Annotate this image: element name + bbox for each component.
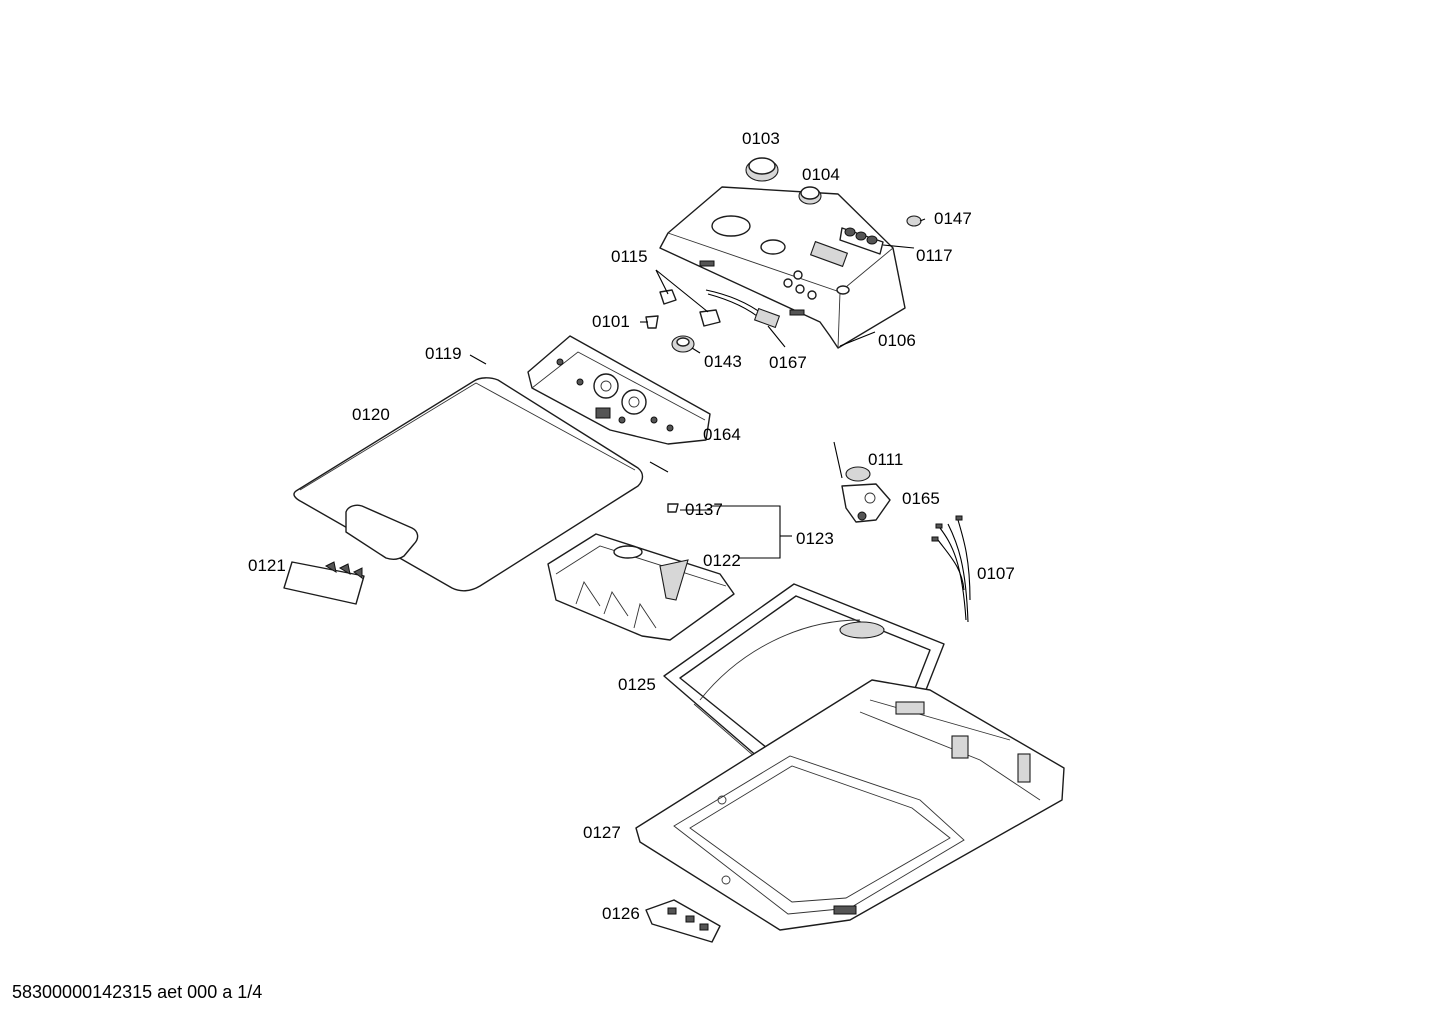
button-set-0117: [839, 227, 884, 255]
document-id: 58300000142315 aet 000 a 1/4: [12, 982, 262, 1002]
leader-lines: [640, 218, 926, 559]
label-0147: 0147: [934, 209, 972, 228]
label-0123: 0123: [796, 529, 834, 548]
label-0111: 0111: [868, 450, 903, 469]
knob-0103: [745, 157, 779, 182]
knob-0104: [798, 186, 822, 205]
label-0115: 0115: [611, 247, 648, 266]
clip-0115: [659, 289, 721, 327]
part-0137: [667, 503, 679, 513]
pin-0119: [469, 354, 487, 365]
label-0125: 0125: [618, 675, 656, 694]
part-0111: [833, 441, 871, 482]
label-0103: 0103: [742, 129, 780, 148]
label-0119: 0119: [425, 344, 462, 363]
handle-0121: [283, 561, 365, 605]
label-0143: 0143: [704, 352, 742, 371]
part-0101: [645, 315, 659, 329]
label-0127: 0127: [583, 823, 621, 842]
label-0117: 0117: [916, 246, 953, 265]
latch-0126: [645, 899, 721, 943]
label-0126: 0126: [602, 904, 640, 923]
label-0106: 0106: [878, 331, 916, 350]
frame-0127: [635, 679, 1065, 931]
control-module-0164: [527, 335, 711, 445]
wire-harness-0107: [931, 515, 971, 623]
label-0137: 0137: [685, 500, 723, 519]
part-0165: [841, 483, 891, 523]
cable-0167: [705, 289, 781, 329]
part-0143: [671, 335, 695, 353]
label-0104: 0104: [802, 165, 840, 184]
lid-0120: [293, 377, 669, 592]
detergent-drawer-0122: [547, 533, 735, 641]
label-0121: 0121: [248, 556, 286, 575]
label-0120: 0120: [352, 405, 390, 424]
part-labels: 0103 0104 0147 0117 0115 0101 0143 0167 …: [248, 129, 1015, 923]
control-panel-0106: [659, 186, 906, 349]
button-cap-0147: [906, 215, 922, 227]
label-0122: 0122: [703, 551, 741, 570]
label-0165: 0165: [902, 489, 940, 508]
label-0164: 0164: [703, 425, 741, 444]
label-0101: 0101: [592, 312, 630, 331]
label-0107: 0107: [977, 564, 1015, 583]
label-0167: 0167: [769, 353, 807, 372]
